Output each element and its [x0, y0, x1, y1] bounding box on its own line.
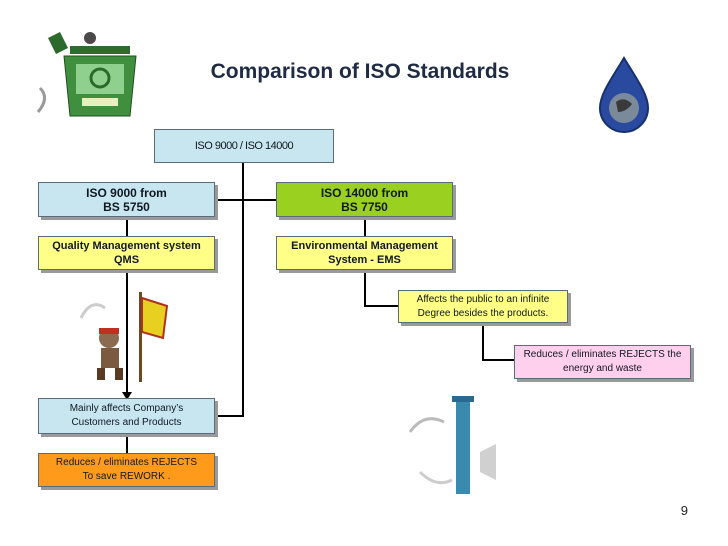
robot-flag-icon [75, 288, 175, 388]
page-number: 9 [680, 503, 688, 518]
ems-box: Environmental Management System - EMS [276, 236, 453, 270]
recycle-bin-icon [30, 28, 145, 123]
robot-pillar-icon [400, 392, 520, 500]
connector [126, 216, 128, 236]
connector [364, 216, 366, 236]
connector [242, 162, 244, 416]
connector [214, 199, 276, 201]
connector [126, 434, 128, 454]
reduce-energy-box: Reduces / eliminates REJECTS the energy … [514, 345, 691, 379]
connector [214, 415, 244, 417]
root-node: ISO 9000 / ISO 14000 [154, 129, 334, 163]
page-title: Comparison of ISO Standards [210, 60, 510, 83]
water-drop-globe-icon [596, 56, 652, 134]
iso14000-header: ISO 14000 from BS 7750 [276, 182, 453, 217]
connector [126, 270, 128, 398]
public-impact-box: Affects the public to an infinite Degree… [398, 290, 568, 323]
connector [364, 270, 366, 306]
connector [364, 305, 398, 307]
qms-box: Quality Management system QMS [38, 236, 215, 270]
connector [482, 359, 514, 361]
reduce-rework-box: Reduces / eliminates REJECTS To save REW… [38, 453, 215, 487]
arrow-down-icon [122, 392, 132, 400]
customers-box: Mainly affects Company’s Customers and P… [38, 398, 215, 434]
connector [482, 322, 484, 360]
iso9000-header: ISO 9000 from BS 5750 [38, 182, 215, 217]
